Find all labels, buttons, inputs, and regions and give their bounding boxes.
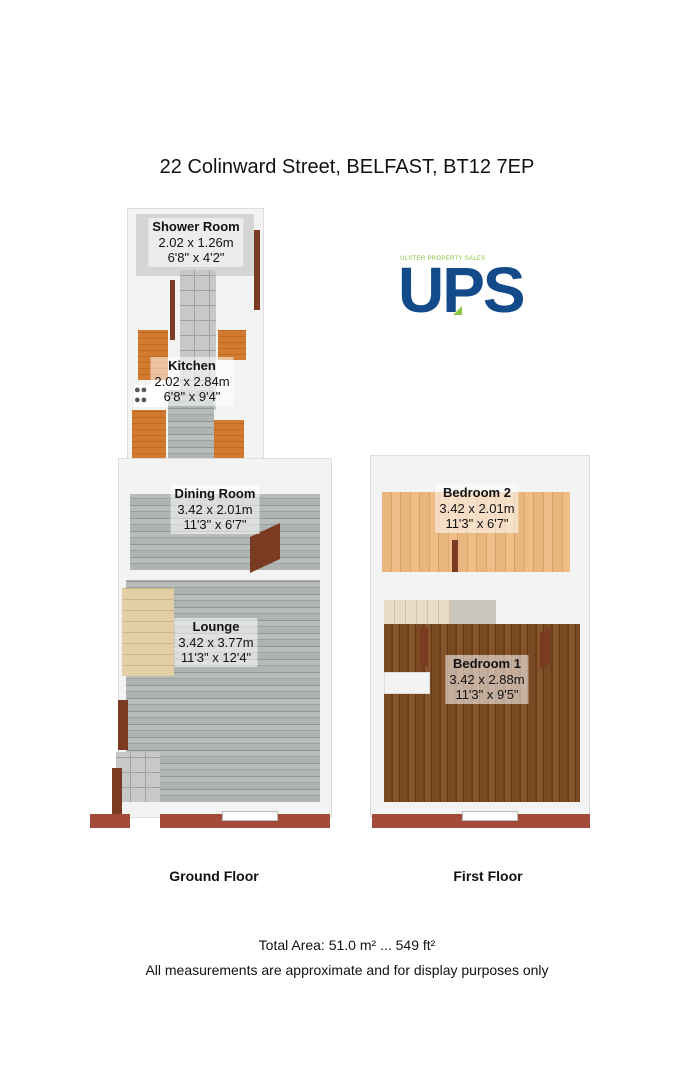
room-label-shower-room: Shower Room 2.02 x 1.26m 6'8" x 4'2" [148,218,244,267]
room-label-kitchen: Kitchen 2.02 x 2.84m 6'8" x 9'4" [150,357,234,406]
room-size-imperial: 11'3" x 9'5" [455,687,519,702]
room-size-metric: 2.02 x 2.84m [154,373,230,389]
room-label-bedroom-1: Bedroom 1 3.42 x 2.88m 11'3" x 9'5" [445,655,529,704]
door [254,230,260,310]
total-area: Total Area: 51.0 m² ... 549 ft² [258,937,436,953]
door [420,628,428,666]
ground-floor-label: Ground Floor [169,868,259,884]
room-size-imperial: 6'8" x 4'2" [167,250,225,265]
room-name: Bedroom 2 [443,485,511,500]
door [112,768,122,818]
logo-tagline: ULSTER PROPERTY SALES [400,256,486,262]
door [118,700,128,750]
door [170,280,175,340]
stairs [122,588,174,676]
ground-floor-front-wall [160,814,330,828]
entrance-hall-tiles [116,752,160,802]
room-name: Shower Room [152,219,240,234]
door [540,627,550,669]
door [452,540,458,572]
room-label-bedroom-2: Bedroom 2 3.42 x 2.01m 11'3" x 6'7" [435,484,519,533]
room-size-metric: 3.42 x 2.88m [449,671,525,687]
room-name: Kitchen [168,358,216,373]
room-size-metric: 3.42 x 2.01m [439,500,515,516]
disclaimer: All measurements are approximate and for… [145,962,549,978]
room-size-metric: 3.42 x 3.77m [178,634,254,650]
kitchen-cabinet [218,330,246,360]
logo-accent-triangle [453,306,462,315]
room-label-dining-room: Dining Room 3.42 x 2.01m 11'3" x 6'7" [170,485,260,534]
room-size-metric: 3.42 x 2.01m [177,501,253,517]
room-size-imperial: 11'3" x 12'4" [180,650,252,665]
ups-logo: ULSTER PROPERTY SALES UPS [398,256,553,326]
room-name: Bedroom 1 [453,656,521,671]
first-floor-front-wall [372,814,590,828]
room-size-imperial: 11'3" x 6'7" [183,517,247,532]
room-size-metric: 2.02 x 1.26m [158,234,234,250]
kitchen-cabinet [132,410,166,465]
kitchen-cabinet [214,420,244,465]
front-window [462,811,518,821]
property-address: 22 Colinward Street, BELFAST, BT12 7EP [159,156,535,178]
room-size-imperial: 11'3" x 6'7" [445,516,509,531]
room-size-imperial: 6'8" x 9'4" [163,389,221,404]
room-name: Lounge [192,619,240,634]
ground-floor-front-wall [90,814,130,828]
room-name: Dining Room [174,486,256,501]
bedroom-1-floor [384,624,580,802]
wardrobe [384,672,430,694]
first-floor-label: First Floor [453,868,523,884]
room-label-lounge: Lounge 3.42 x 3.77m 11'3" x 12'4" [174,618,258,667]
front-window [222,811,278,821]
landing-stairs [384,600,450,624]
